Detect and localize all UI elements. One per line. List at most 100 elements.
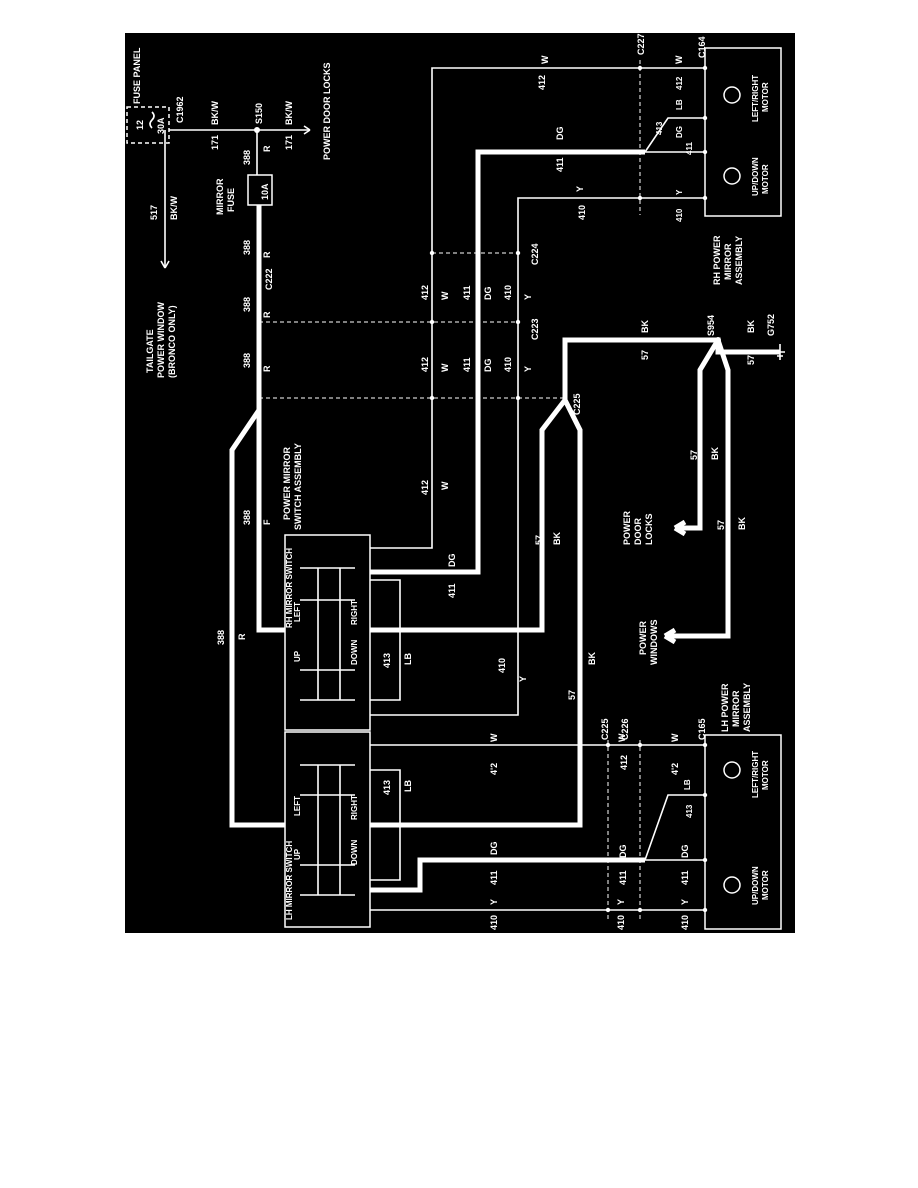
y-f: Y <box>489 899 499 905</box>
w411-d: 411 <box>462 357 472 372</box>
bk-b: BK <box>587 652 597 665</box>
w412-f: 412 <box>619 755 629 770</box>
wire-171-2: 171 <box>284 135 294 150</box>
w4-2-a: 4'2 <box>489 763 499 775</box>
tailgate-arrow <box>160 260 170 269</box>
splice-s954: S954 <box>706 315 716 336</box>
w388-b: 388 <box>242 240 252 255</box>
w413-a: 413 <box>655 121 664 135</box>
w412-d: 412 <box>420 357 430 372</box>
windows-arrowhead <box>663 627 677 645</box>
dg-h: DG <box>680 845 690 859</box>
w-a: W <box>540 55 550 64</box>
wire-57-windows <box>665 339 731 639</box>
rh-assembly-title-2: MIRROR <box>723 243 733 280</box>
y-h: Y <box>680 899 690 905</box>
w-e: W <box>440 481 450 490</box>
connector-c225-b: C225 <box>600 718 610 740</box>
f-label: F <box>262 519 272 525</box>
lb-a: LB <box>675 99 684 110</box>
w-b: W <box>674 55 684 64</box>
w-d: W <box>440 363 450 372</box>
fuse-panel-label: FUSE PANEL <box>132 47 142 104</box>
splice-s150: S150 <box>254 103 264 124</box>
bk-c: BK <box>640 320 650 333</box>
wire-413-rh <box>644 117 705 153</box>
w411-c: 411 <box>462 285 472 300</box>
connector-c222: C222 <box>264 268 274 290</box>
door-locks-arrow <box>303 125 311 135</box>
wire-413-rh-loop <box>370 579 401 701</box>
w411-b: 411 <box>685 142 694 155</box>
door-locks-arrowhead <box>673 519 687 537</box>
dg-b: DG <box>675 126 684 138</box>
rh-lr-motor-label-1: LEFT/RIGHT <box>751 75 760 122</box>
dg-f: DG <box>489 842 499 856</box>
switch-assembly-title-1: POWER MIRROR <box>282 447 292 520</box>
connector-c225-a: C225 <box>572 393 582 415</box>
wire-412-rh <box>370 67 705 549</box>
lh-assembly-title-1: LH POWER <box>720 683 730 732</box>
r-d: R <box>262 365 272 372</box>
tailgate-label-2: POWER WINDOW <box>156 302 166 378</box>
door-locks-label-1: POWER <box>622 510 632 545</box>
windows-label-1: POWER <box>638 620 648 655</box>
w411-e: 411 <box>447 583 457 598</box>
wire-57-rh <box>370 337 780 633</box>
w388-d: 388 <box>242 353 252 368</box>
wire-bkw-1: BK/W <box>210 101 220 125</box>
lh-up-label: UP <box>293 848 302 860</box>
w388-a: 388 <box>242 150 252 165</box>
y-b: Y <box>675 189 684 195</box>
lh-lr-motor-label-2: MOTOR <box>761 760 770 790</box>
rh-down-label: DOWN <box>350 639 359 665</box>
bk-a: BK <box>552 532 562 545</box>
wire-57-lh <box>370 398 583 828</box>
wire-411-lh <box>370 857 645 893</box>
wire-413-lh-loop <box>370 769 401 881</box>
w411-f: 411 <box>489 870 499 885</box>
w57-b: 57 <box>567 690 577 700</box>
w411-a: 411 <box>555 157 565 172</box>
lh-switch-label: LH MIRROR SWITCH <box>285 841 294 920</box>
r-b: R <box>262 251 272 258</box>
wire-517-color: BK/W <box>169 196 179 220</box>
power-door-locks-label: POWER DOOR LOCKS <box>322 62 332 160</box>
lh-ud-motor-icon <box>723 876 741 894</box>
wire-517-label: 517 <box>149 205 159 220</box>
r-a: R <box>262 145 272 152</box>
splice-s954-dot <box>715 337 721 343</box>
lh-ud-motor-label-1: UP/DOWN <box>751 866 760 905</box>
rh-mirror-assembly-box <box>704 47 782 217</box>
w410-e: 410 <box>497 658 507 673</box>
fuse-30a-label: 30A <box>156 117 166 134</box>
dg-g: DG <box>618 845 628 859</box>
wire-388-rh <box>256 410 285 633</box>
lh-mirror-assembly-box <box>704 734 782 930</box>
w57-d: 57 <box>746 355 756 365</box>
mirror-fuse-label-1: MIRROR <box>215 178 225 215</box>
wire-388-main <box>229 205 285 828</box>
dg-c: DG <box>483 287 493 301</box>
w388-e: 388 <box>242 510 252 525</box>
r-e: R <box>237 633 247 640</box>
wire-410-rh <box>370 197 705 716</box>
door-locks-label-3: LOCKS <box>644 514 654 546</box>
lh-left-label: LEFT <box>293 796 302 816</box>
w410-f: 410 <box>489 915 499 930</box>
w410-h: 410 <box>680 915 690 930</box>
rh-up-label: UP <box>293 650 302 662</box>
w410-d: 410 <box>503 357 513 372</box>
wire-411-rh <box>370 149 645 575</box>
w412-e: 412 <box>420 480 430 495</box>
lb-b: LB <box>403 653 413 665</box>
fuse-12-label: 12 <box>135 120 145 130</box>
bk-f: BK <box>737 517 747 530</box>
w413-b: 413 <box>382 653 392 668</box>
lb-c: LB <box>403 780 413 792</box>
lh-switch-contacts <box>300 764 355 896</box>
rh-ud-motor-icon <box>723 167 741 185</box>
lh-mirror-switch-box <box>284 731 371 928</box>
y-a: Y <box>575 186 585 192</box>
w-c: W <box>440 291 450 300</box>
